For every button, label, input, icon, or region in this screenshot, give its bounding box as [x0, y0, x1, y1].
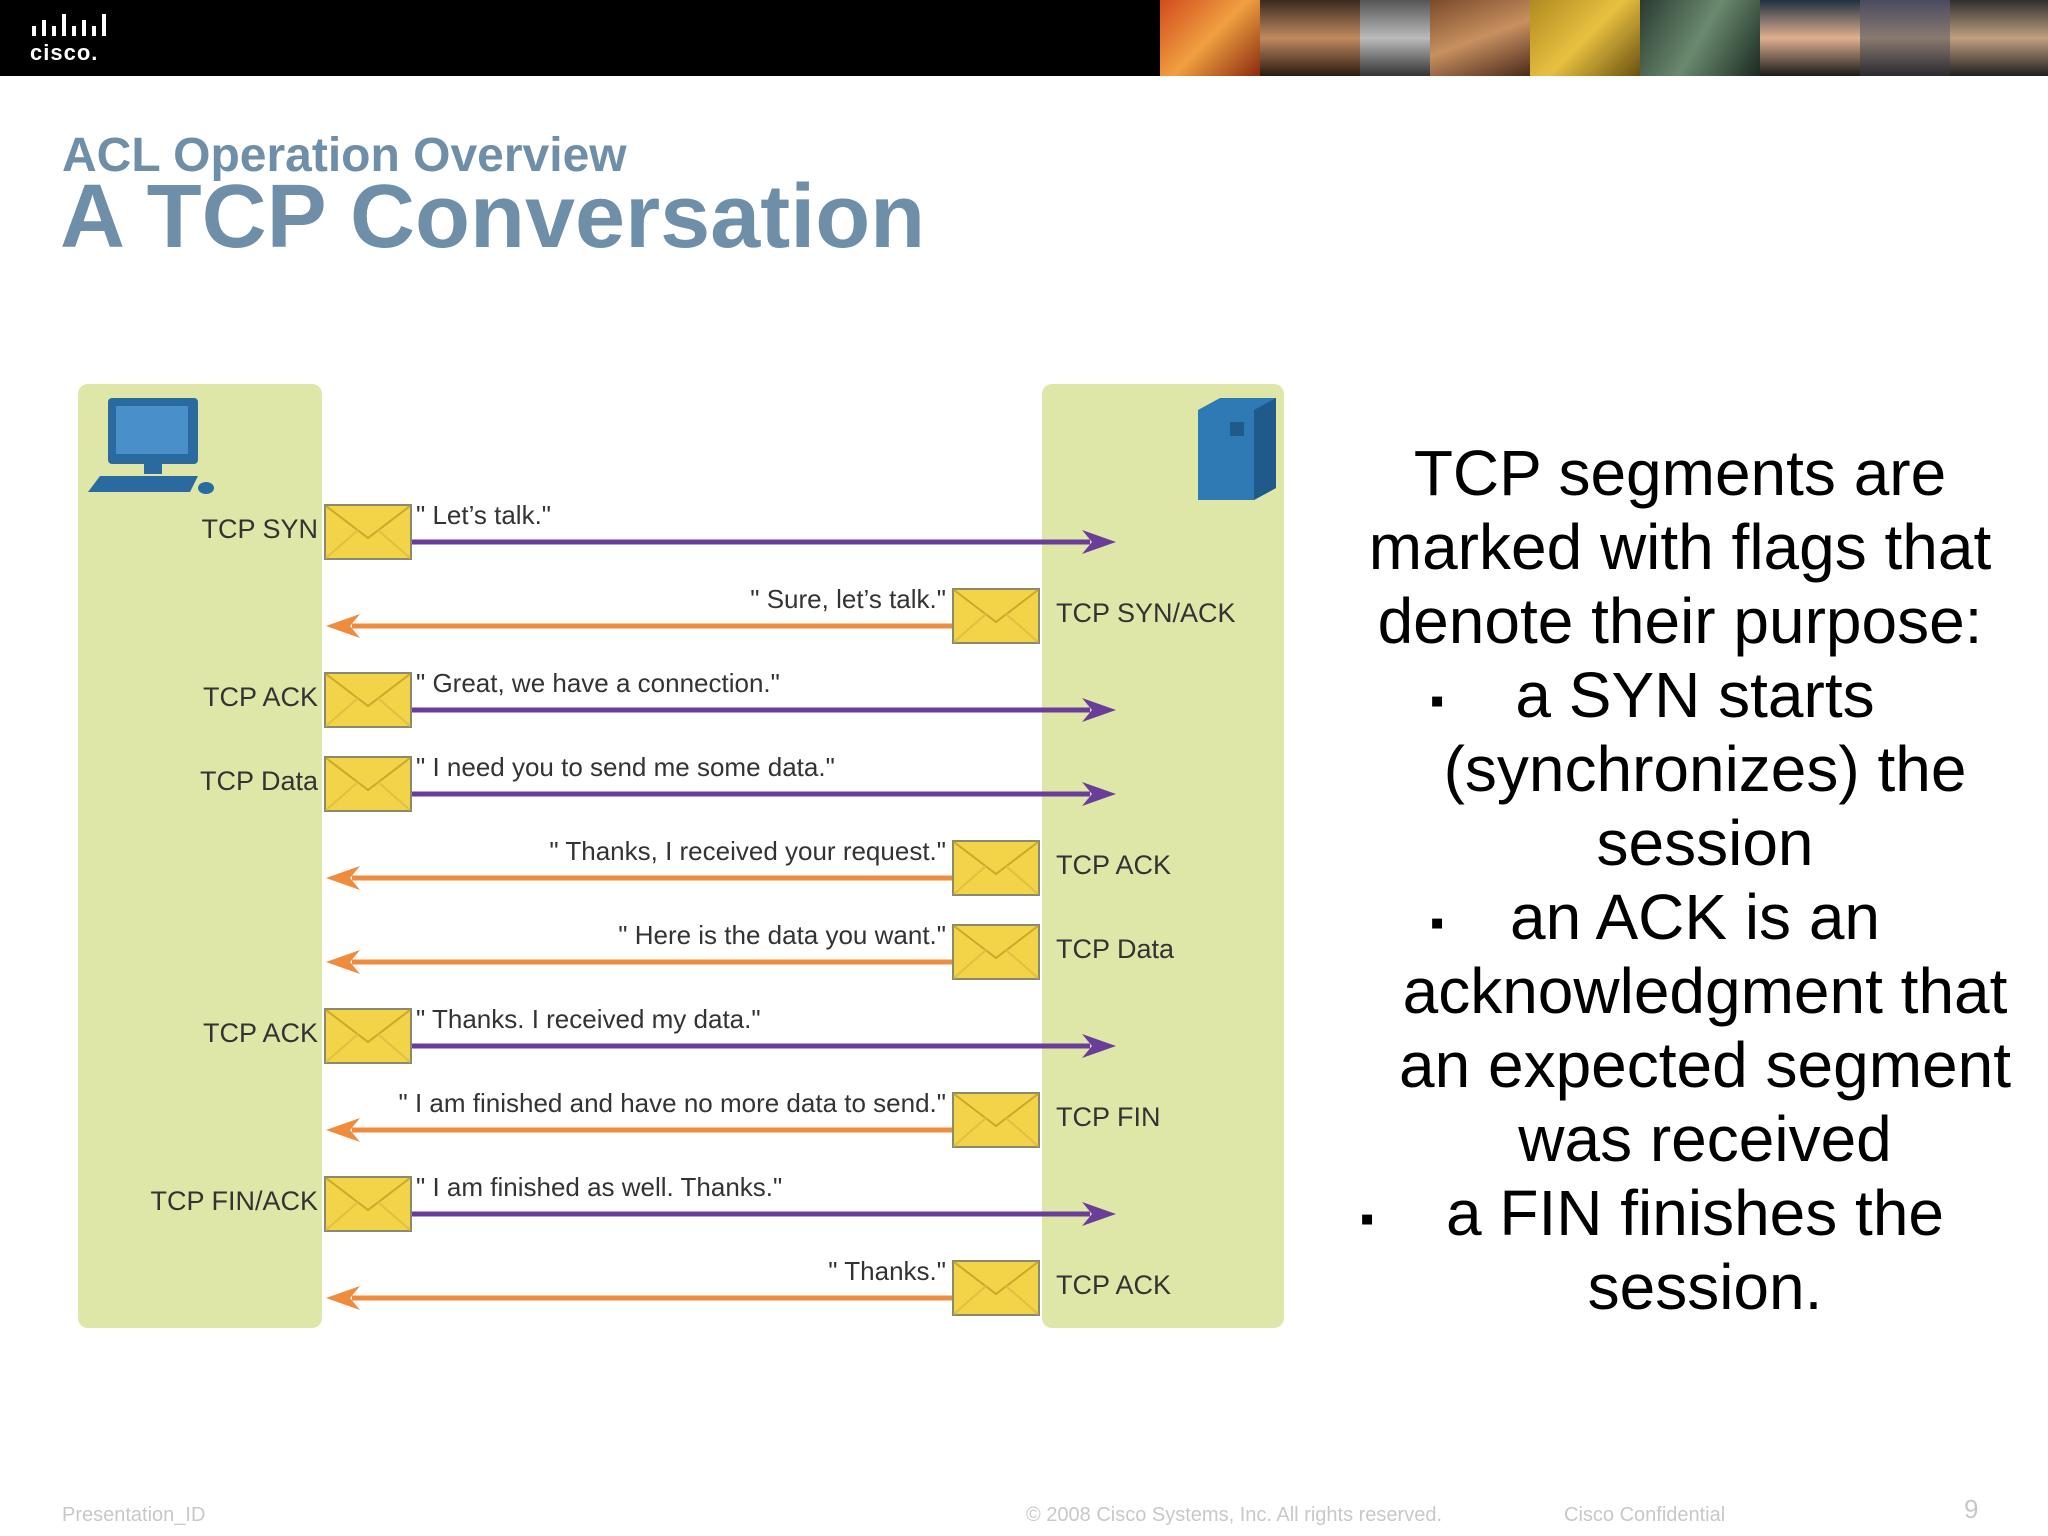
arrow-to-client [326, 866, 952, 890]
envelope-icon [952, 1260, 1040, 1316]
tcp-flag-label: TCP SYN [201, 514, 318, 544]
arrow-to-server [412, 530, 1116, 554]
envelope-icon [324, 1008, 412, 1064]
message-quote: " Let’s talk." [416, 500, 552, 530]
tcp-flag-label: TCP ACK [202, 1018, 318, 1048]
bullet-line: an ACK is an [1510, 881, 1880, 953]
section-title: ACL Operation Overview [62, 129, 627, 182]
bullet-syn: ▪ a SYN starts (synchronizes) the sessio… [1310, 658, 2048, 880]
arrow-to-server [412, 698, 1116, 722]
cisco-bars-icon [32, 14, 106, 36]
message-quote: " I am finished as well. Thanks." [416, 1172, 783, 1202]
message-quote: " I am finished and have no more data to… [398, 1088, 946, 1118]
intro-text: TCP segments are marked with flags that … [1310, 436, 2048, 658]
envelope-icon [952, 924, 1040, 980]
arrow-to-client [326, 1118, 952, 1142]
tcp-flag-label: TCP ACK [1056, 850, 1172, 880]
bullet-line: a SYN starts [1515, 659, 1875, 731]
bullet-line: acknowledgment that [1402, 955, 2008, 1027]
arrow-to-client [326, 614, 952, 638]
bullet-line: an expected segment [1399, 1029, 2011, 1101]
desktop-computer-icon [88, 398, 214, 494]
message-quote: " Sure, let’s talk." [750, 584, 946, 614]
tcp-conversation-diagram: TCP SYN " Let’s talk." TCP SYN/ACK " Sure, … [78, 384, 1288, 1330]
envelope-icon [324, 1176, 412, 1232]
envelope-icon [952, 840, 1040, 896]
intro-line: TCP segments are [1413, 437, 1947, 509]
arrow-to-client [326, 1286, 952, 1310]
client-column [78, 384, 322, 1328]
bullet-fin: ▪ a FIN finishes the session. [1310, 1176, 2048, 1324]
arrow-to-server [412, 1034, 1116, 1058]
message-quote: " Here is the data you want." [618, 920, 946, 950]
tcp-flag-label: TCP ACK [202, 682, 318, 712]
envelope-icon [324, 672, 412, 728]
message-quote: " I need you to send me some data." [416, 752, 835, 782]
page-number: 9 [1964, 1494, 1979, 1524]
message-quote: " Thanks." [828, 1256, 946, 1286]
photo-tile [1950, 0, 2048, 76]
server-tower-icon [1198, 398, 1276, 500]
photo-strip [1160, 0, 2048, 76]
top-banner: cisco. [0, 0, 2048, 76]
photo-tile [1760, 0, 1860, 76]
message-quote: " Great, we have a connection." [416, 668, 780, 698]
tcp-flag-label: TCP ACK [1056, 1270, 1172, 1300]
bullet-line: session. [1587, 1251, 1823, 1323]
footer-confidential: Cisco Confidential [1564, 1504, 1726, 1526]
bullet-marker: ▪ [1360, 1197, 1375, 1241]
photo-tile [1640, 0, 1760, 76]
footer-copyright: © 2008 Cisco Systems, Inc. All rights re… [1026, 1504, 1443, 1526]
envelope-icon [324, 756, 412, 812]
photo-tile [1430, 0, 1530, 76]
bullet-marker: ▪ [1430, 901, 1445, 945]
bullet-marker: ▪ [1430, 679, 1445, 723]
photo-tile [1530, 0, 1640, 76]
message-quote: " Thanks. I received my data." [416, 1004, 761, 1034]
bullet-ack: ▪ an ACK is an acknowledgment that an ex… [1310, 880, 2048, 1176]
photo-tile [1360, 0, 1430, 76]
arrow-to-server [412, 1202, 1116, 1226]
slide-title: A TCP Conversation [60, 167, 926, 267]
envelope-icon [952, 1092, 1040, 1148]
photo-tile [1260, 0, 1360, 76]
cisco-logo: cisco. [30, 12, 120, 66]
bullet-line: session [1596, 807, 1814, 879]
bullet-line: (synchronizes) the [1443, 733, 1967, 805]
arrow-to-client [326, 950, 952, 974]
logo-text: cisco. [30, 40, 99, 65]
flags-explanation: TCP segments are marked with flags that … [1310, 436, 2048, 1324]
message-quote: " Thanks, I received your request." [549, 836, 946, 866]
intro-line: marked with flags that [1368, 511, 1992, 583]
bullet-line: a FIN finishes the [1446, 1177, 1944, 1249]
tcp-flag-label: TCP Data [199, 766, 318, 796]
envelope-icon [324, 504, 412, 560]
photo-tile [1860, 0, 1950, 76]
tcp-flag-label: TCP FIN/ACK [150, 1186, 318, 1216]
bullet-line: was received [1518, 1103, 1892, 1175]
envelope-icon [952, 588, 1040, 644]
photo-tile [1160, 0, 1260, 76]
arrow-to-server [412, 782, 1116, 806]
intro-line: denote their purpose: [1377, 585, 1983, 657]
tcp-flag-label: TCP SYN/ACK [1056, 598, 1236, 628]
tcp-flag-label: TCP Data [1056, 934, 1175, 964]
tcp-flag-label: TCP FIN [1056, 1102, 1161, 1132]
footer-presentation-id: Presentation_ID [62, 1504, 206, 1526]
